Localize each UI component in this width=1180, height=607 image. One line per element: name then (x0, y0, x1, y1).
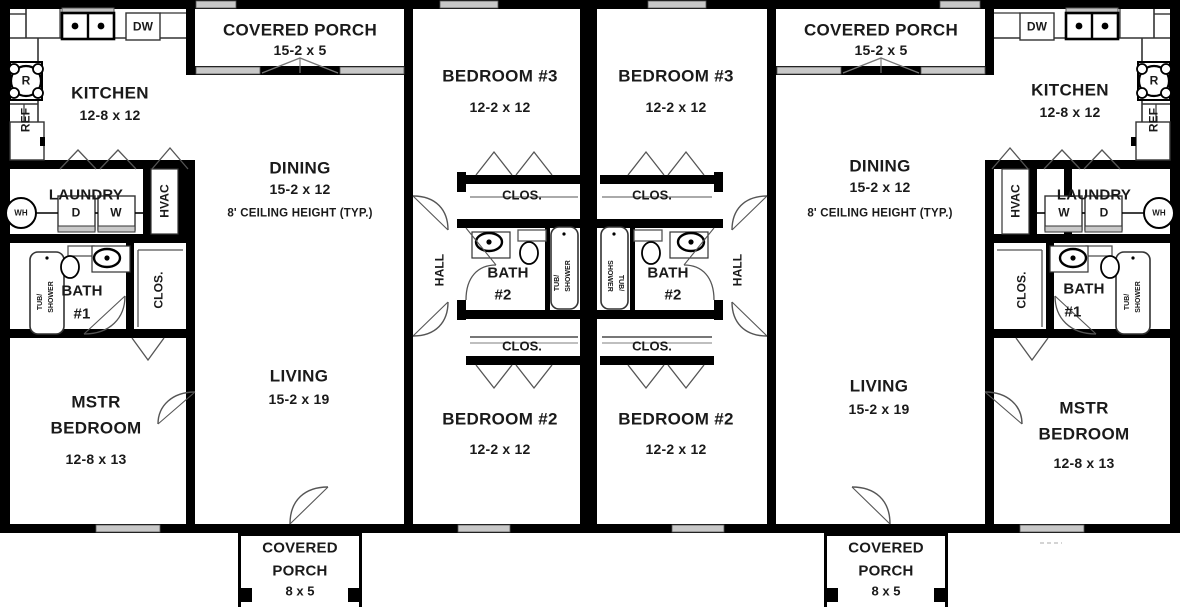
room-dim-bedroom3-left: 12-2 x 12 (469, 99, 531, 116)
water-heater-label-left: WH (14, 208, 28, 218)
room-label-bath1-left-2: #1 (73, 305, 91, 323)
room-label-kitchen-left: KITCHEN (71, 83, 149, 103)
room-label-laundry-right: LAUNDRY (1056, 186, 1132, 204)
room-label-bath2-right-2: #2 (664, 286, 682, 304)
room-label-laundry-left: LAUNDRY (48, 186, 124, 204)
room-label-bedroom2-right: BEDROOM #2 (618, 409, 734, 429)
room-dim-living-right: 15-2 x 19 (848, 401, 910, 418)
tub-shower-label-right-1: TUB/ (1124, 293, 1132, 311)
room-label-rear-porch-left-1: COVERED (262, 539, 338, 557)
closet-label-left-bed3: CLOS. (502, 187, 542, 203)
room-dim-mstr-left: 12-8 x 13 (65, 451, 127, 468)
room-dim-kitchen-right: 12-8 x 12 (1039, 104, 1101, 121)
room-dim-bedroom3-right: 12-2 x 12 (645, 99, 707, 116)
room-label-bath1-right-2: #1 (1064, 303, 1082, 321)
room-dim-rear-porch-left: 8 x 5 (285, 583, 315, 599)
hvac-label-right: HVAC (1008, 184, 1023, 218)
dryer-label-left: D (71, 205, 81, 220)
closet-label-right-bed2: CLOS. (632, 338, 672, 354)
ceiling-height-note-right: 8' CEILING HEIGHT (TYP.) (807, 207, 953, 220)
room-dim-front-porch-right: 15-2 x 5 (854, 42, 908, 59)
tub-shower-label-right-2: SHOWER (1135, 281, 1143, 313)
tub-shower-label-left-2: SHOWER (48, 281, 56, 313)
room-label-mstr-left-1: MSTR (71, 392, 121, 412)
hall-label-left: HALL (432, 253, 447, 287)
ceiling-height-note-left: 8' CEILING HEIGHT (TYP.) (227, 207, 373, 220)
refrigerator-label-right: REF (1146, 107, 1161, 133)
room-label-mstr-right-2: BEDROOM (1038, 424, 1130, 444)
range-label-right: R (1149, 73, 1159, 88)
room-label-front-porch-right: COVERED PORCH (803, 20, 959, 40)
room-dim-front-porch-left: 15-2 x 5 (273, 42, 327, 59)
tub-shower-label-left-bath2-2: SHOWER (565, 260, 573, 292)
room-label-bedroom2-left: BEDROOM #2 (442, 409, 558, 429)
room-label-dining-left: DINING (269, 158, 331, 178)
room-dim-living-left: 15-2 x 19 (268, 391, 330, 408)
washer-label-left: W (110, 205, 122, 220)
room-label-dining-right: DINING (849, 156, 911, 176)
dryer-label-right: D (1099, 205, 1109, 220)
room-label-bath1-right-1: BATH (1063, 280, 1105, 298)
room-label-bath2-right-1: BATH (647, 264, 689, 282)
hall-label-right: HALL (730, 253, 745, 287)
room-dim-kitchen-left: 12-8 x 12 (79, 107, 141, 124)
room-label-bath2-left-2: #2 (494, 286, 512, 304)
closet-label-right-mstr: CLOS. (1014, 271, 1029, 309)
room-dim-mstr-right: 12-8 x 13 (1053, 455, 1115, 472)
room-dim-bedroom2-right: 12-2 x 12 (645, 441, 707, 458)
room-label-rear-porch-right-2: PORCH (858, 562, 914, 580)
tub-shower-label-right-bath2-2: SHOWER (605, 260, 613, 292)
washer-label-right: W (1058, 205, 1070, 220)
closet-label-left-bed2: CLOS. (502, 338, 542, 354)
room-label-bedroom3-right: BEDROOM #3 (618, 66, 734, 86)
closet-label-right-bed3: CLOS. (632, 187, 672, 203)
dishwasher-label-right: DW (1026, 19, 1048, 34)
room-label-mstr-left-2: BEDROOM (50, 418, 142, 438)
room-label-bath2-left-1: BATH (487, 264, 529, 282)
range-label-left: R (21, 73, 31, 88)
tub-shower-label-right-bath2-1: TUB/ (616, 274, 624, 292)
room-label-front-porch-left: COVERED PORCH (222, 20, 378, 40)
hvac-label-left: HVAC (157, 184, 172, 218)
room-dim-dining-left: 15-2 x 12 (269, 181, 331, 198)
room-label-rear-porch-left-2: PORCH (272, 562, 328, 580)
room-dim-bedroom2-left: 12-2 x 12 (469, 441, 531, 458)
room-label-mstr-right-1: MSTR (1059, 398, 1109, 418)
room-label-bath1-left-1: BATH (61, 282, 103, 300)
water-heater-label-right: WH (1152, 208, 1166, 218)
room-label-kitchen-right: KITCHEN (1031, 80, 1109, 100)
closet-label-left-mstr: CLOS. (151, 271, 166, 309)
refrigerator-label-left: REF (18, 107, 33, 133)
room-dim-dining-right: 15-2 x 12 (849, 179, 911, 196)
tub-shower-label-left-bath2-1: TUB/ (554, 274, 562, 292)
room-dim-rear-porch-right: 8 x 5 (871, 583, 901, 599)
tub-shower-label-left-1: TUB/ (37, 293, 45, 311)
room-label-living-right: LIVING (849, 376, 909, 396)
dishwasher-label-left: DW (132, 19, 154, 34)
room-label-bedroom3-left: BEDROOM #3 (442, 66, 558, 86)
room-label-living-left: LIVING (269, 366, 329, 386)
room-label-rear-porch-right-1: COVERED (848, 539, 924, 557)
